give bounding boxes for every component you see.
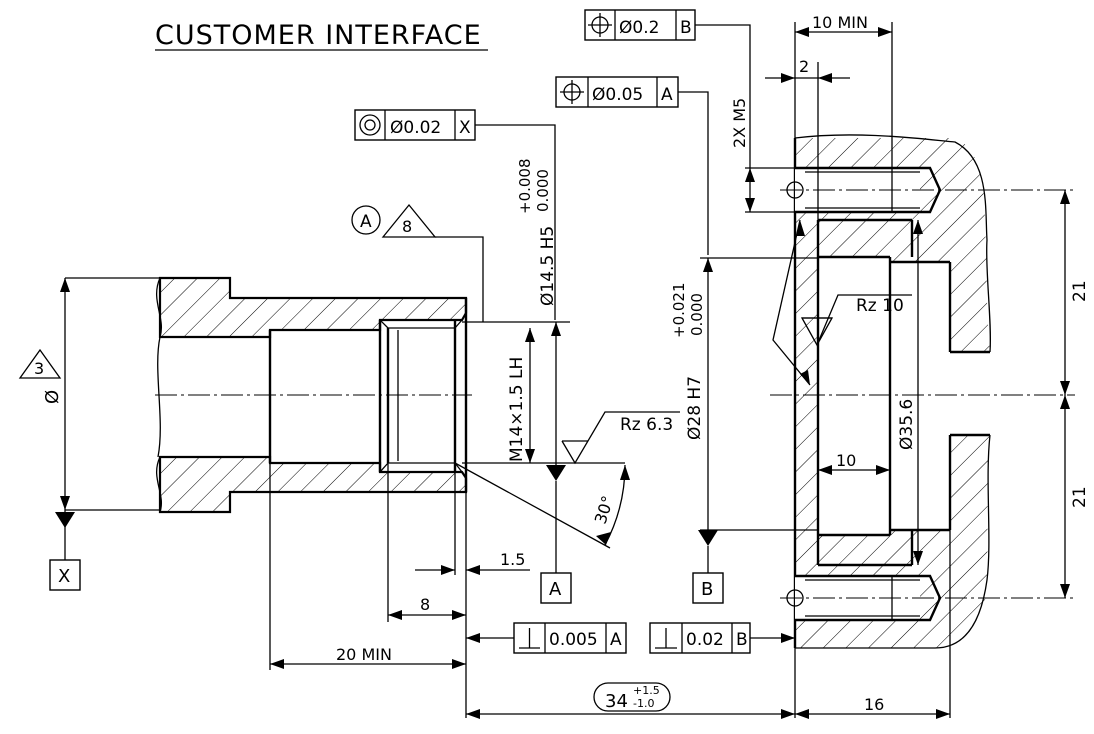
datum-a-label: A xyxy=(549,579,562,600)
surface-finish-face-label: Rz 10 xyxy=(856,296,904,316)
dim-twenty-min-label: 20 MIN xyxy=(336,645,392,664)
fcf-position-m5-datum: B xyxy=(680,18,692,38)
dim-ten: 10 xyxy=(818,451,890,475)
dim-bore-large-tol-lower: 0.000 xyxy=(688,293,706,336)
fcf-perp-right-datum: B xyxy=(736,630,748,650)
dim-ten-min: 10 MIN xyxy=(794,13,893,168)
dim-bore-large-tol-upper: +0.021 xyxy=(670,282,688,338)
dim-twenty-min: 20 MIN xyxy=(269,463,467,718)
surface-finish-bore-label: Rz 6.3 xyxy=(620,415,673,435)
left-break-line xyxy=(156,277,162,513)
flag-triangle-8: 8 xyxy=(381,203,484,322)
dim-bore-large: Ø28 H7 +0.021 0.000 xyxy=(670,257,818,531)
dim-21-top-label: 21 xyxy=(1070,280,1090,302)
fcf-concentricity: Ø0.02 X xyxy=(354,109,556,320)
left-part-lower-wall xyxy=(158,455,468,514)
dim-angle: 30° xyxy=(454,462,630,549)
fcf-perp-left: 0.005 A xyxy=(466,622,627,654)
dim-m5-holes-label: 2X M5 xyxy=(730,98,749,148)
dim-eight-label: 8 xyxy=(420,595,430,614)
perpendicularity-icon xyxy=(519,628,540,649)
datum-b-label: B xyxy=(701,579,713,600)
dim-thirty-four: 34 +1.5 -1.0 xyxy=(466,648,796,719)
dim-21-bot-label: 21 xyxy=(1070,486,1090,508)
dim-sixteen: 16 xyxy=(795,530,951,719)
dim-ten-label: 10 xyxy=(836,451,856,470)
fcf-position-bore-datum: A xyxy=(661,85,673,105)
fcf-concentricity-datum: X xyxy=(459,118,471,138)
position-icon xyxy=(560,80,584,104)
fcf-position-bore-tolerance: Ø0.05 xyxy=(592,85,643,105)
drawing-title: CUSTOMER INTERFACE xyxy=(155,20,482,51)
dim-bore-small-tol-lower: 0.000 xyxy=(534,169,552,212)
fcf-position-bore: Ø0.05 A xyxy=(555,76,709,255)
dim-angle-label: 30° xyxy=(591,493,618,526)
dim-two: 2 xyxy=(765,57,850,220)
datum-b: B xyxy=(692,530,724,604)
fcf-perp-right: 0.02 B xyxy=(649,622,795,654)
dim-sixteen-label: 16 xyxy=(864,695,884,714)
fcf-position-m5-tolerance: Ø0.2 xyxy=(619,18,659,38)
concentricity-icon xyxy=(359,114,381,136)
surface-finish-bore: Rz 6.3 xyxy=(561,411,680,465)
dim-35: Ø35.6 xyxy=(897,220,923,565)
dim-thread-label: M14×1.5 LH xyxy=(507,357,527,462)
flag-triangle-3: 3 xyxy=(18,348,62,379)
left-part xyxy=(155,276,472,514)
fcf-perp-left-datum: A xyxy=(610,630,622,650)
dim-bore-small-label: Ø14.5 H5 xyxy=(538,226,558,306)
dim-thirty-four-lower: -1.0 xyxy=(633,697,654,710)
dim-21-right: 21 21 xyxy=(1060,190,1090,598)
flag-triangle-3-label: 3 xyxy=(34,359,44,378)
flag-circle-a-label: A xyxy=(360,212,372,232)
fcf-position-m5: Ø0.2 B xyxy=(584,9,751,168)
dim-ten-min-label: 10 MIN xyxy=(812,13,868,32)
dim-eight: 8 xyxy=(387,463,466,622)
dim-thirty-four-label: 34 xyxy=(605,691,628,712)
dim-m5-holes: 2X M5 xyxy=(730,98,800,213)
dim-bore-large-label: Ø28 H7 xyxy=(685,376,705,440)
right-part xyxy=(770,134,1075,649)
datum-x-label: X xyxy=(58,566,70,587)
dim-two-label: 2 xyxy=(799,57,809,76)
perpendicularity-icon xyxy=(655,628,677,649)
surface-finish-face: Rz 10 xyxy=(772,219,912,386)
dim-bore-small: Ø14.5 H5 +0.008 0.000 xyxy=(462,158,570,465)
fcf-concentricity-tolerance: Ø0.02 xyxy=(390,118,441,138)
left-part-upper-wall xyxy=(158,276,468,339)
dim-left-diameter-label: Ø xyxy=(42,390,63,404)
fcf-perp-left-tolerance: 0.005 xyxy=(549,630,598,650)
dim-thread: M14×1.5 LH xyxy=(462,328,625,464)
datum-x: X xyxy=(49,509,160,591)
dim-thirty-four-upper: +1.5 xyxy=(633,684,660,697)
position-icon xyxy=(588,13,612,37)
flag-triangle-8-label: 8 xyxy=(402,217,412,236)
fcf-perp-right-tolerance: 0.02 xyxy=(686,630,724,650)
dim-one-five-label: 1.5 xyxy=(500,550,525,569)
dim-one-five: 1.5 xyxy=(415,472,530,575)
dim-bore-small-tol-upper: +0.008 xyxy=(516,158,534,214)
flag-circle-a: A xyxy=(351,205,381,235)
dim-left-diameter: Ø xyxy=(42,277,160,510)
right-part-upper-wall xyxy=(795,138,990,535)
dim-35-label: Ø35.6 xyxy=(897,399,917,450)
datum-a: A xyxy=(540,465,572,604)
